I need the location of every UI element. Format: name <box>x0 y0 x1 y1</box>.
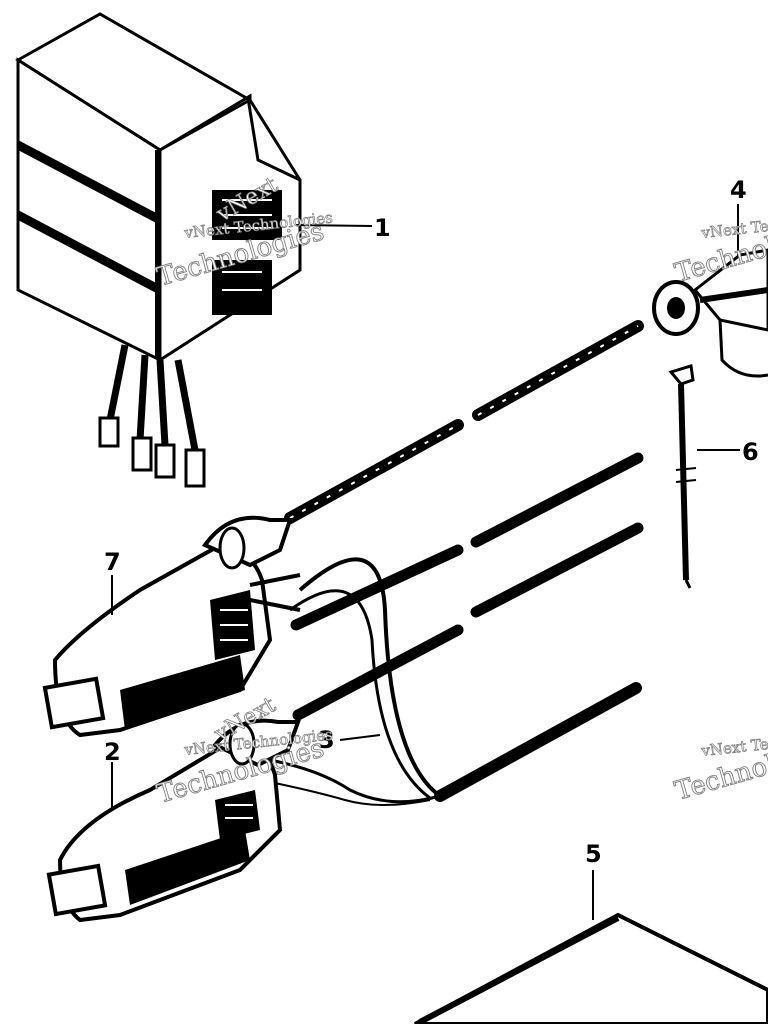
watermark-group: vNext Technologies Technologies vNext vN… <box>153 172 768 810</box>
callout-1: 1 <box>374 214 391 242</box>
part-6-cable-tie <box>668 364 697 589</box>
part-2-ignition-coil <box>46 718 301 923</box>
callout-2: 2 <box>104 738 121 766</box>
part-5-cover-plate <box>414 912 768 1024</box>
part-7-ignition-coil <box>42 515 301 738</box>
callout-6: 6 <box>742 438 759 466</box>
callout-7: 7 <box>104 548 121 576</box>
callout-4: 4 <box>730 176 747 204</box>
high-tension-leads <box>284 320 644 802</box>
callout-3: 3 <box>318 726 335 754</box>
part-3-wire-harness <box>259 557 442 806</box>
part-4-spark-plug-cap <box>652 248 768 378</box>
cdi-wire-leads <box>98 344 206 488</box>
leader-lines <box>111 204 740 920</box>
callout-5: 5 <box>585 840 602 868</box>
callout-labels: 1 4 6 7 2 3 5 <box>104 176 759 868</box>
cdi-unit-box <box>15 12 302 488</box>
